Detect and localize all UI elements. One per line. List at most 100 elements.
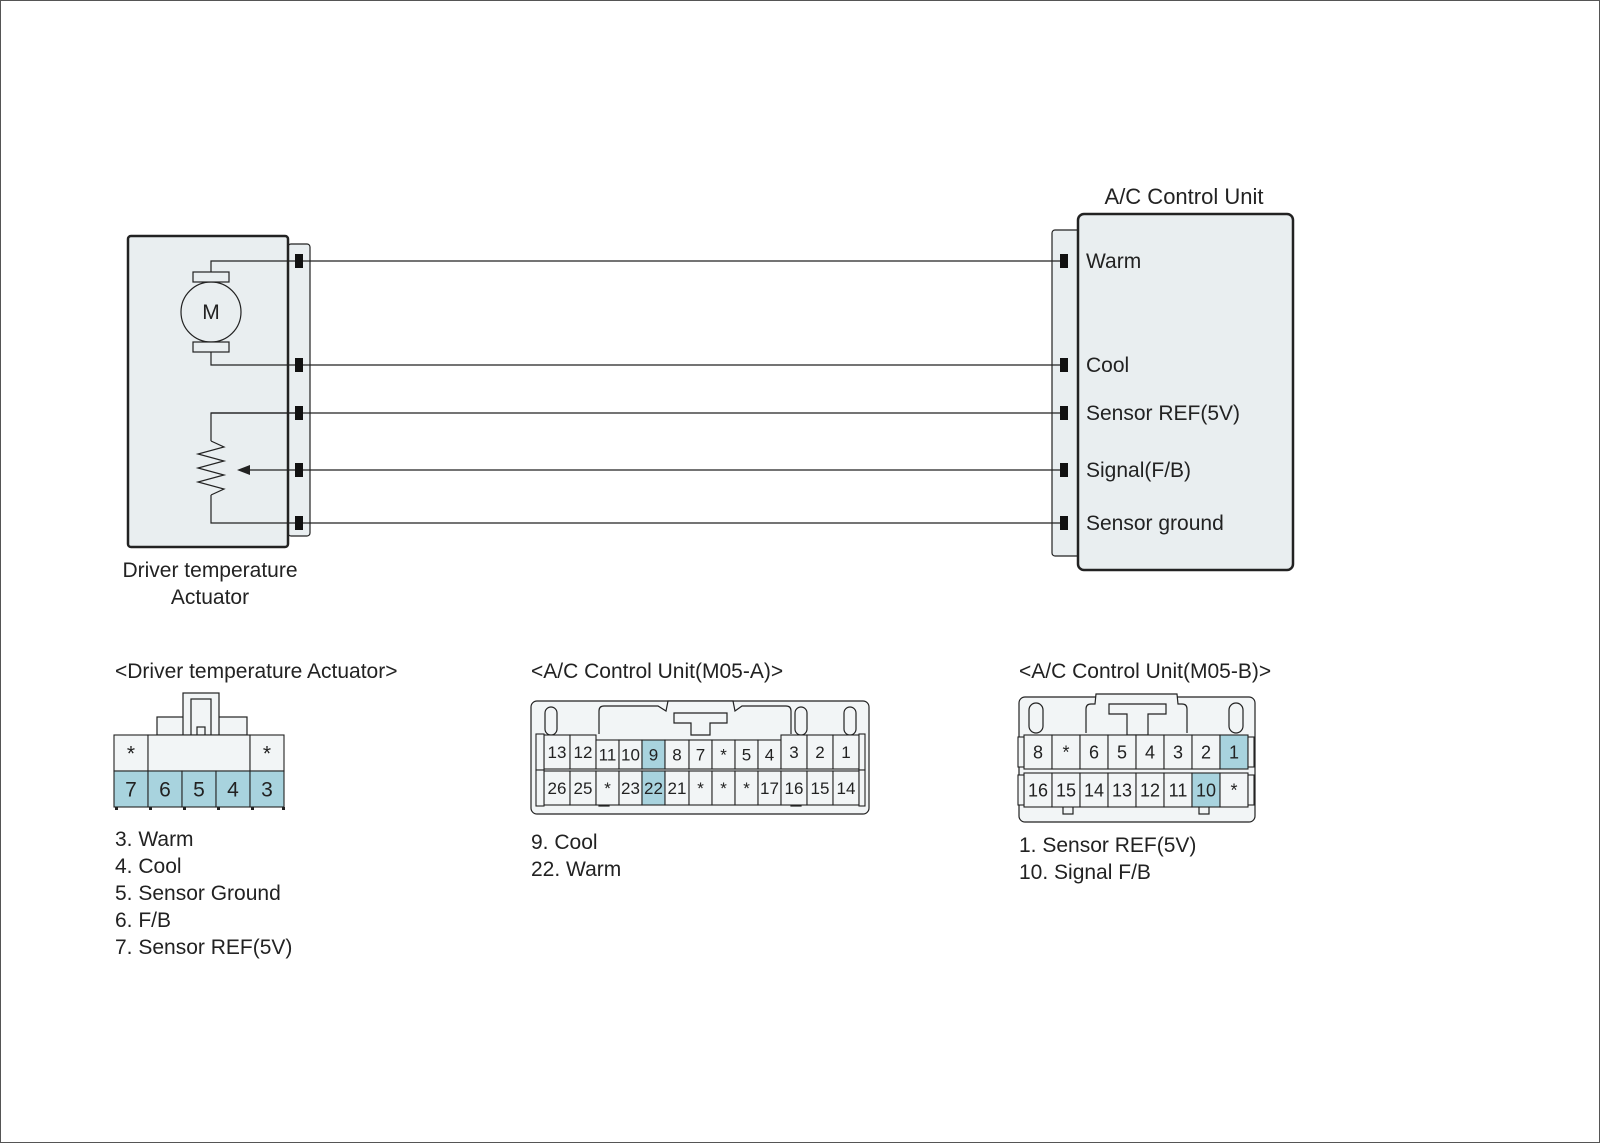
acu-connector-strip xyxy=(1051,229,1081,557)
m05b-side-tab xyxy=(1247,736,1255,768)
m05b-connector-title: <A/C Control Unit(M05-B)> xyxy=(1019,660,1271,683)
m05a-pin-number: 4 xyxy=(765,746,774,765)
m05a-side-tab xyxy=(535,769,545,807)
m05a-pin-number: 10 xyxy=(621,746,640,765)
potentiometer-lead-bottom xyxy=(210,495,299,524)
m05b-cell xyxy=(1079,734,1109,770)
motor-wire-bottom xyxy=(210,352,299,366)
m05a-pin-number: 14 xyxy=(837,779,856,798)
ac-control-unit-block: A/C Control Unit xyxy=(1051,184,1295,572)
actuator-connector-tab xyxy=(217,807,220,810)
m05b-side-tab xyxy=(1017,736,1025,768)
actuator-terminal xyxy=(295,254,303,268)
m05b-cell xyxy=(1163,772,1193,808)
actuator-connector-pin-number: * xyxy=(263,743,271,766)
actuator-pin-description: 6. F/B xyxy=(115,909,171,932)
m05b-pin-number: 12 xyxy=(1140,780,1160,800)
m05b-cell xyxy=(1079,772,1109,808)
actuator-connector-cell xyxy=(249,734,285,772)
m05a-guide-mid xyxy=(794,706,808,736)
actuator-pin-description: 5. Sensor Ground xyxy=(115,882,281,905)
m05a-pin-number: * xyxy=(697,779,704,798)
actuator-connector-latch-slot xyxy=(196,726,206,736)
m05b-pin-list: 1. Sensor REF(5V)10. Signal F/B xyxy=(1019,834,1196,884)
actuator-pin-list: 3. Warm 4. Cool 5. Sensor Ground 6. F/B 7. S… xyxy=(115,828,292,959)
actuator-connector-cell xyxy=(147,770,183,808)
wire-label: Sensor ground xyxy=(1086,512,1224,535)
m05a-pin-number: 26 xyxy=(548,779,567,798)
m05a-pin-number: 16 xyxy=(785,779,804,798)
m05a-pin-number: 5 xyxy=(742,746,751,765)
m05a-pin-description: 22. Warm xyxy=(531,858,621,881)
motor-brush-top xyxy=(192,271,230,283)
wire-label: Cool xyxy=(1086,354,1129,377)
m05b-pin-number: 5 xyxy=(1117,742,1127,762)
m05a-pin-number: 21 xyxy=(668,779,687,798)
m05a-pin-number: 25 xyxy=(574,779,593,798)
m05b-cell xyxy=(1191,772,1221,808)
m05a-guide-left xyxy=(544,706,558,736)
m05a-side-tab xyxy=(858,769,866,807)
m05b-pin-number: 1 xyxy=(1229,742,1239,762)
m05a-pin-number: 12 xyxy=(574,743,593,762)
m05a-connector-title: <A/C Control Unit(M05-A)> xyxy=(531,660,783,683)
actuator-label-line2: Actuator xyxy=(171,586,249,609)
m05a-pin-number: 9 xyxy=(649,746,658,765)
m05b-side-tab xyxy=(1247,774,1255,806)
acu-terminal xyxy=(1060,254,1068,268)
actuator-pin-description: 4. Cool xyxy=(115,855,182,878)
m05b-pin-number: 2 xyxy=(1201,742,1211,762)
acu-terminal xyxy=(1060,516,1068,530)
actuator-connector-pin-number: 3 xyxy=(261,779,273,802)
m05a-side-tab xyxy=(858,733,866,771)
actuator-connector-pin-number: 7 xyxy=(125,779,137,802)
m05a-pin-number: * xyxy=(604,779,611,798)
actuator-connector-tab xyxy=(282,807,285,810)
m05a-cell xyxy=(569,734,597,770)
m05b-cell xyxy=(1219,772,1249,808)
wire-label: Sensor REF(5V) xyxy=(1086,402,1240,425)
m05b-cell xyxy=(1135,772,1165,808)
m05b-pin-number: 14 xyxy=(1084,780,1104,800)
m05b-guide-left xyxy=(1028,702,1044,734)
m05a-pin-number: 1 xyxy=(841,743,850,762)
m05a-pin-number: * xyxy=(720,779,727,798)
m05b-side-tab xyxy=(1017,774,1025,806)
m05b-pin-number: 10 xyxy=(1196,780,1216,800)
m05b-pin-number: 8 xyxy=(1033,742,1043,762)
acu-title: A/C Control Unit xyxy=(1105,184,1264,209)
actuator-connector-cell xyxy=(215,770,251,808)
acu-terminal xyxy=(1060,406,1068,420)
m05b-pin-number: * xyxy=(1230,780,1237,800)
actuator-pin-description: 3. Warm xyxy=(115,828,194,851)
m05a-pin-description: 9. Cool xyxy=(531,831,598,854)
m05a-cell xyxy=(832,734,860,770)
m05a-cell xyxy=(664,770,690,806)
m05a-pin-number: 11 xyxy=(599,746,617,765)
m05a-pin-number: 7 xyxy=(696,746,705,765)
actuator-connector-pin-number: 5 xyxy=(193,779,205,802)
m05b-cell xyxy=(1051,734,1081,770)
m05a-pin-number: 8 xyxy=(672,746,681,765)
actuator-terminal xyxy=(295,406,303,420)
m05b-pin-number: 4 xyxy=(1145,742,1155,762)
m05b-pin-number: 16 xyxy=(1028,780,1048,800)
m05a-side-tab xyxy=(535,733,545,771)
acu-body xyxy=(1076,212,1295,572)
wire-label: Signal(F/B) xyxy=(1086,459,1191,482)
acu-terminal xyxy=(1060,463,1068,477)
m05a-pin-number: 2 xyxy=(815,743,824,762)
m05a-guide-right xyxy=(843,706,857,736)
potentiometer-wiper-arrow xyxy=(237,465,250,475)
actuator-connector-cell xyxy=(181,770,217,808)
m05b-pin-number: * xyxy=(1062,742,1069,762)
actuator-pin-description: 7. Sensor REF(5V) xyxy=(115,936,292,959)
wire-label: Warm xyxy=(1086,250,1141,273)
